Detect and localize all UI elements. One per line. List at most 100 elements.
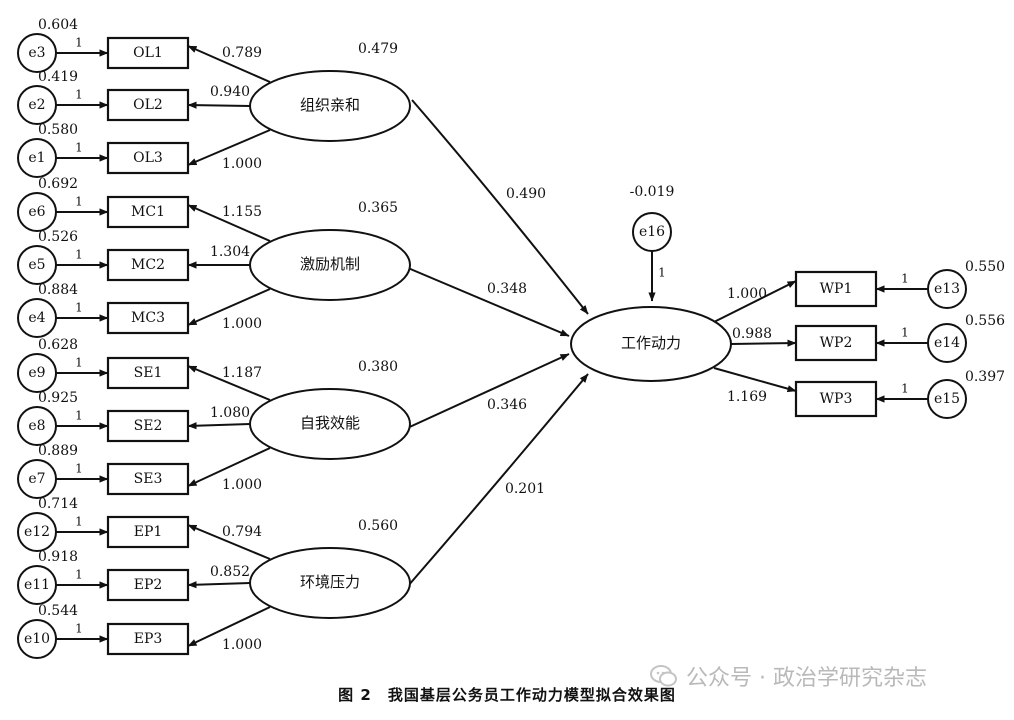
latent-variance: 0.380	[358, 359, 398, 375]
outcome-latent	[570, 306, 732, 382]
indicator-label: OL1	[133, 45, 163, 61]
error-variance: 0.604	[38, 17, 78, 33]
indicator-label: SE3	[134, 471, 163, 487]
error-label: e9	[28, 365, 45, 381]
error-e1	[17, 138, 57, 178]
error-e3	[17, 33, 57, 73]
error-variance: 0.556	[965, 313, 1005, 329]
indicator-SE3	[106, 462, 190, 496]
structural-path	[402, 353, 570, 431]
fixed-path-label: 1	[75, 568, 83, 582]
indicator-MC3	[106, 301, 190, 335]
structural-path	[407, 373, 589, 587]
error-e4	[17, 298, 57, 338]
indicator-SE2	[106, 409, 190, 443]
error-variance: 0.925	[38, 390, 78, 406]
loading-label: 1.080	[210, 405, 250, 421]
error-variance: 0.544	[38, 603, 78, 619]
error-e5	[17, 245, 57, 285]
error-variance: 0.889	[38, 443, 78, 459]
outcome-label: 工作动力	[621, 334, 681, 352]
error-e11	[17, 565, 57, 605]
latent-variance: 0.365	[358, 200, 398, 216]
error-variance: 0.550	[965, 259, 1005, 275]
error-e13	[927, 269, 967, 309]
indicator-label: MC1	[131, 204, 165, 220]
loading-path	[187, 606, 271, 647]
error-label: e8	[28, 418, 45, 434]
error-variance: 0.714	[38, 496, 78, 512]
indicator-label: SE1	[134, 365, 163, 381]
error-variance: 0.692	[38, 176, 78, 192]
error-e2	[17, 85, 57, 125]
loading-path	[187, 365, 271, 401]
error-label: e1	[28, 150, 45, 166]
indicator-WP1	[794, 270, 878, 308]
fixed-path-label: 1	[75, 248, 83, 262]
fixed-path-label: 1	[75, 515, 83, 529]
disturbance-variance: -0.019	[630, 184, 675, 200]
error-label: e5	[28, 257, 45, 273]
latent-L2	[249, 229, 411, 301]
loading-path	[187, 447, 271, 487]
watermark: 公众号 · 政治学研究杂志	[650, 660, 927, 692]
indicator-EP1	[106, 515, 190, 549]
fixed-path-label: 1	[901, 326, 909, 340]
loading-label: 1.169	[727, 389, 767, 405]
indicator-WP3	[794, 380, 878, 418]
indicator-label: MC2	[131, 257, 165, 273]
error-e7	[17, 459, 57, 499]
error-variance: 0.397	[965, 369, 1005, 385]
error-label: e11	[24, 577, 50, 593]
indicator-OL2	[106, 88, 190, 122]
latent-label: 环境压力	[300, 573, 360, 591]
indicator-label: OL2	[133, 97, 163, 113]
loading-label: 0.852	[210, 564, 250, 580]
error-label: e2	[28, 97, 45, 113]
error-label: e14	[934, 335, 960, 351]
wechat-icon	[650, 665, 677, 687]
indicator-label: SE2	[134, 418, 163, 434]
latent-variance: 0.560	[358, 518, 398, 534]
fixed-path-label: 1	[75, 356, 83, 370]
indicator-EP2	[106, 568, 190, 602]
loading-label: 1.304	[210, 244, 250, 260]
indicator-MC1	[106, 195, 190, 229]
loading-label: 0.794	[222, 524, 262, 540]
indicator-MC2	[106, 248, 190, 282]
figure-caption: 图 2 我国基层公务员工作动力模型拟合效果图	[338, 686, 676, 704]
indicator-label: WP3	[820, 391, 853, 407]
fixed-path-label: 1	[901, 382, 909, 396]
fixed-path-label: 1	[75, 195, 83, 209]
error-label: e12	[24, 524, 50, 540]
error-e15	[927, 379, 967, 419]
disturbance-path-label: 1	[658, 266, 666, 280]
indicator-label: WP1	[820, 281, 853, 297]
loading-path	[187, 288, 271, 326]
loading-label: 1.000	[222, 316, 262, 332]
error-variance: 0.419	[38, 69, 78, 85]
latent-variance: 0.479	[358, 41, 398, 57]
latent-label: 激励机制	[300, 255, 360, 273]
loading-path	[187, 101, 251, 109]
error-e14	[927, 323, 967, 363]
loading-path	[187, 581, 251, 589]
loading-label: 1.000	[222, 477, 262, 493]
fixed-path-label: 1	[75, 36, 83, 50]
loading-path	[187, 45, 271, 83]
error-e9	[17, 353, 57, 393]
indicator-label: EP3	[134, 631, 163, 647]
loading-label: 1.000	[222, 156, 262, 172]
loading-path	[187, 524, 271, 560]
error-e10	[17, 619, 57, 659]
error-e6	[17, 192, 57, 232]
error-variance: 0.580	[38, 122, 78, 138]
error-label: e7	[28, 471, 45, 487]
fixed-path-label: 1	[75, 141, 83, 155]
loading-path	[713, 367, 797, 393]
error-e8	[17, 406, 57, 446]
error-variance: 0.628	[38, 337, 78, 353]
indicator-label: EP2	[134, 577, 163, 593]
fixed-path-label: 1	[75, 301, 83, 315]
disturbance-label: e16	[639, 224, 665, 240]
